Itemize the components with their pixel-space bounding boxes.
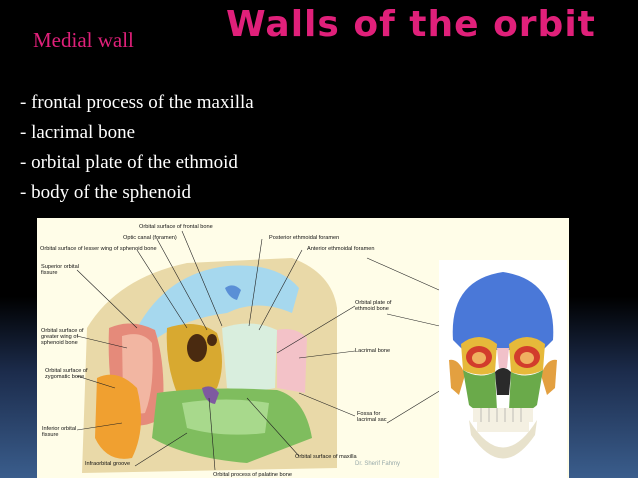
label-lacrimal-bone: Lacrimal bone xyxy=(355,348,391,354)
bullet-item: - orbital plate of the ethmoid xyxy=(20,152,238,173)
label-superior-fissure: Superior orbital fissure xyxy=(41,264,79,276)
label-infraorbital-groove: Infraorbital groove xyxy=(85,461,131,467)
label-palatine: Orbital process of palatine bone xyxy=(213,472,292,478)
label-orbital-surface-frontal: Orbital surface of frontal bone xyxy=(139,224,213,230)
bullet-list: - frontal process of the maxilla - lacri… xyxy=(20,88,254,208)
bullet-item: - lacrimal bone xyxy=(20,122,136,143)
watermark-text: Dr. Sherif Fahmy xyxy=(355,461,401,467)
label-inferior-fissure: Inferior orbital fissure xyxy=(42,426,77,438)
label-zygomatic: Orbital surface of zygomatic bone xyxy=(45,368,88,380)
orbit-anatomy-figure: Orbital surface of frontal bone Optic ca… xyxy=(37,218,569,478)
skull-panel xyxy=(439,260,567,478)
label-lesser-wing: Orbital surface of lesser wing of spheno… xyxy=(40,246,157,252)
slide-title: Walls of the orbit xyxy=(226,4,596,45)
label-posterior-ethmoidal: Posterior ethmoidal foramen xyxy=(269,235,340,241)
skull-illustration xyxy=(449,272,557,459)
label-orbital-plate-ethmoid: Orbital plate of ethmoid bone xyxy=(355,300,392,312)
bullet-item: - body of the sphenoid xyxy=(20,182,191,203)
label-fossa-lacrimal: Fossa for lacrimal sac xyxy=(357,411,387,423)
label-greater-wing: Orbital surface of greater wing of sphen… xyxy=(41,328,84,346)
bullet-item: - frontal process of the maxilla xyxy=(20,92,254,113)
label-anterior-ethmoidal: Anterior ethmoidal foramen xyxy=(307,246,375,252)
label-optic-canal: Optic canal (foramen) xyxy=(123,235,177,241)
slide-subtitle: Medial wall xyxy=(33,28,134,52)
label-maxilla: Orbital surface of maxilla xyxy=(295,454,357,460)
